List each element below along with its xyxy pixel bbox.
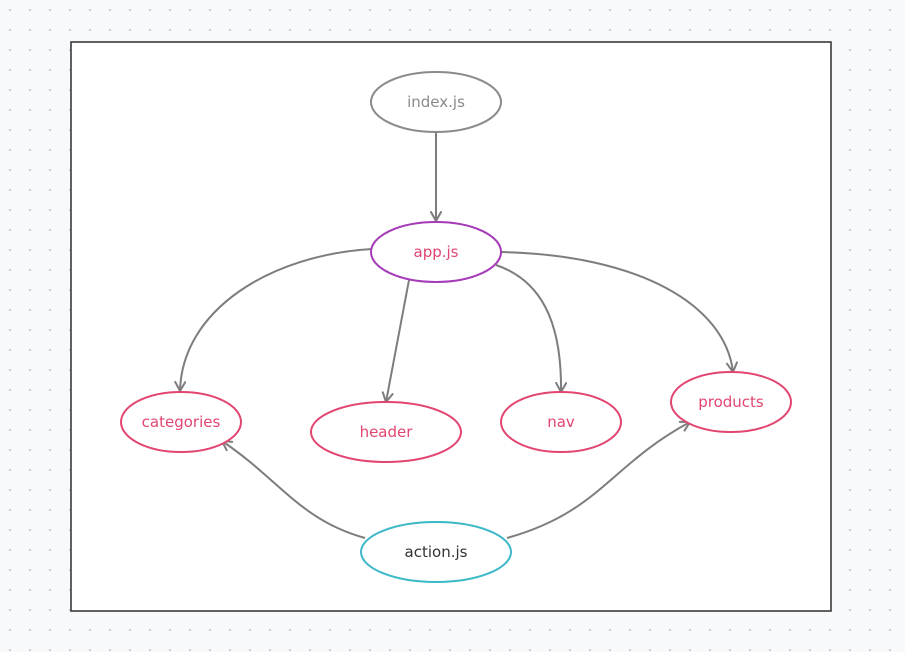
node-action-label: action.js — [405, 543, 468, 561]
node-categories[interactable]: categories — [120, 391, 242, 453]
node-index-label: index.js — [407, 93, 465, 111]
node-action[interactable]: action.js — [360, 521, 512, 583]
node-products-shape — [670, 371, 792, 433]
diagram-frame — [70, 41, 832, 612]
edges — [174, 132, 738, 539]
node-nav-label: nav — [547, 413, 575, 431]
edge-app-to-nav[interactable] — [495, 264, 568, 393]
node-header-shape — [310, 401, 462, 463]
edge-action-to-products[interactable] — [506, 420, 691, 539]
node-app[interactable]: app.js — [370, 221, 502, 283]
node-app-label: app.js — [414, 243, 459, 261]
node-products[interactable]: products — [670, 371, 792, 433]
node-categories-shape — [120, 391, 242, 453]
node-index-shape — [370, 71, 502, 133]
node-nav[interactable]: nav — [500, 391, 622, 453]
edge-app-to-categories[interactable] — [174, 248, 373, 392]
node-categories-label: categories — [142, 413, 221, 431]
node-action-shape — [360, 521, 512, 583]
node-nav-shape — [500, 391, 622, 453]
edge-app-to-products[interactable] — [500, 251, 738, 373]
edge-app-to-header[interactable] — [381, 279, 410, 403]
edge-action-to-categories[interactable] — [221, 440, 366, 539]
node-app-shape — [370, 221, 502, 283]
node-header[interactable]: header — [310, 401, 462, 463]
node-index[interactable]: index.js — [370, 71, 502, 133]
node-products-label: products — [698, 393, 764, 411]
node-header-label: header — [360, 423, 414, 441]
